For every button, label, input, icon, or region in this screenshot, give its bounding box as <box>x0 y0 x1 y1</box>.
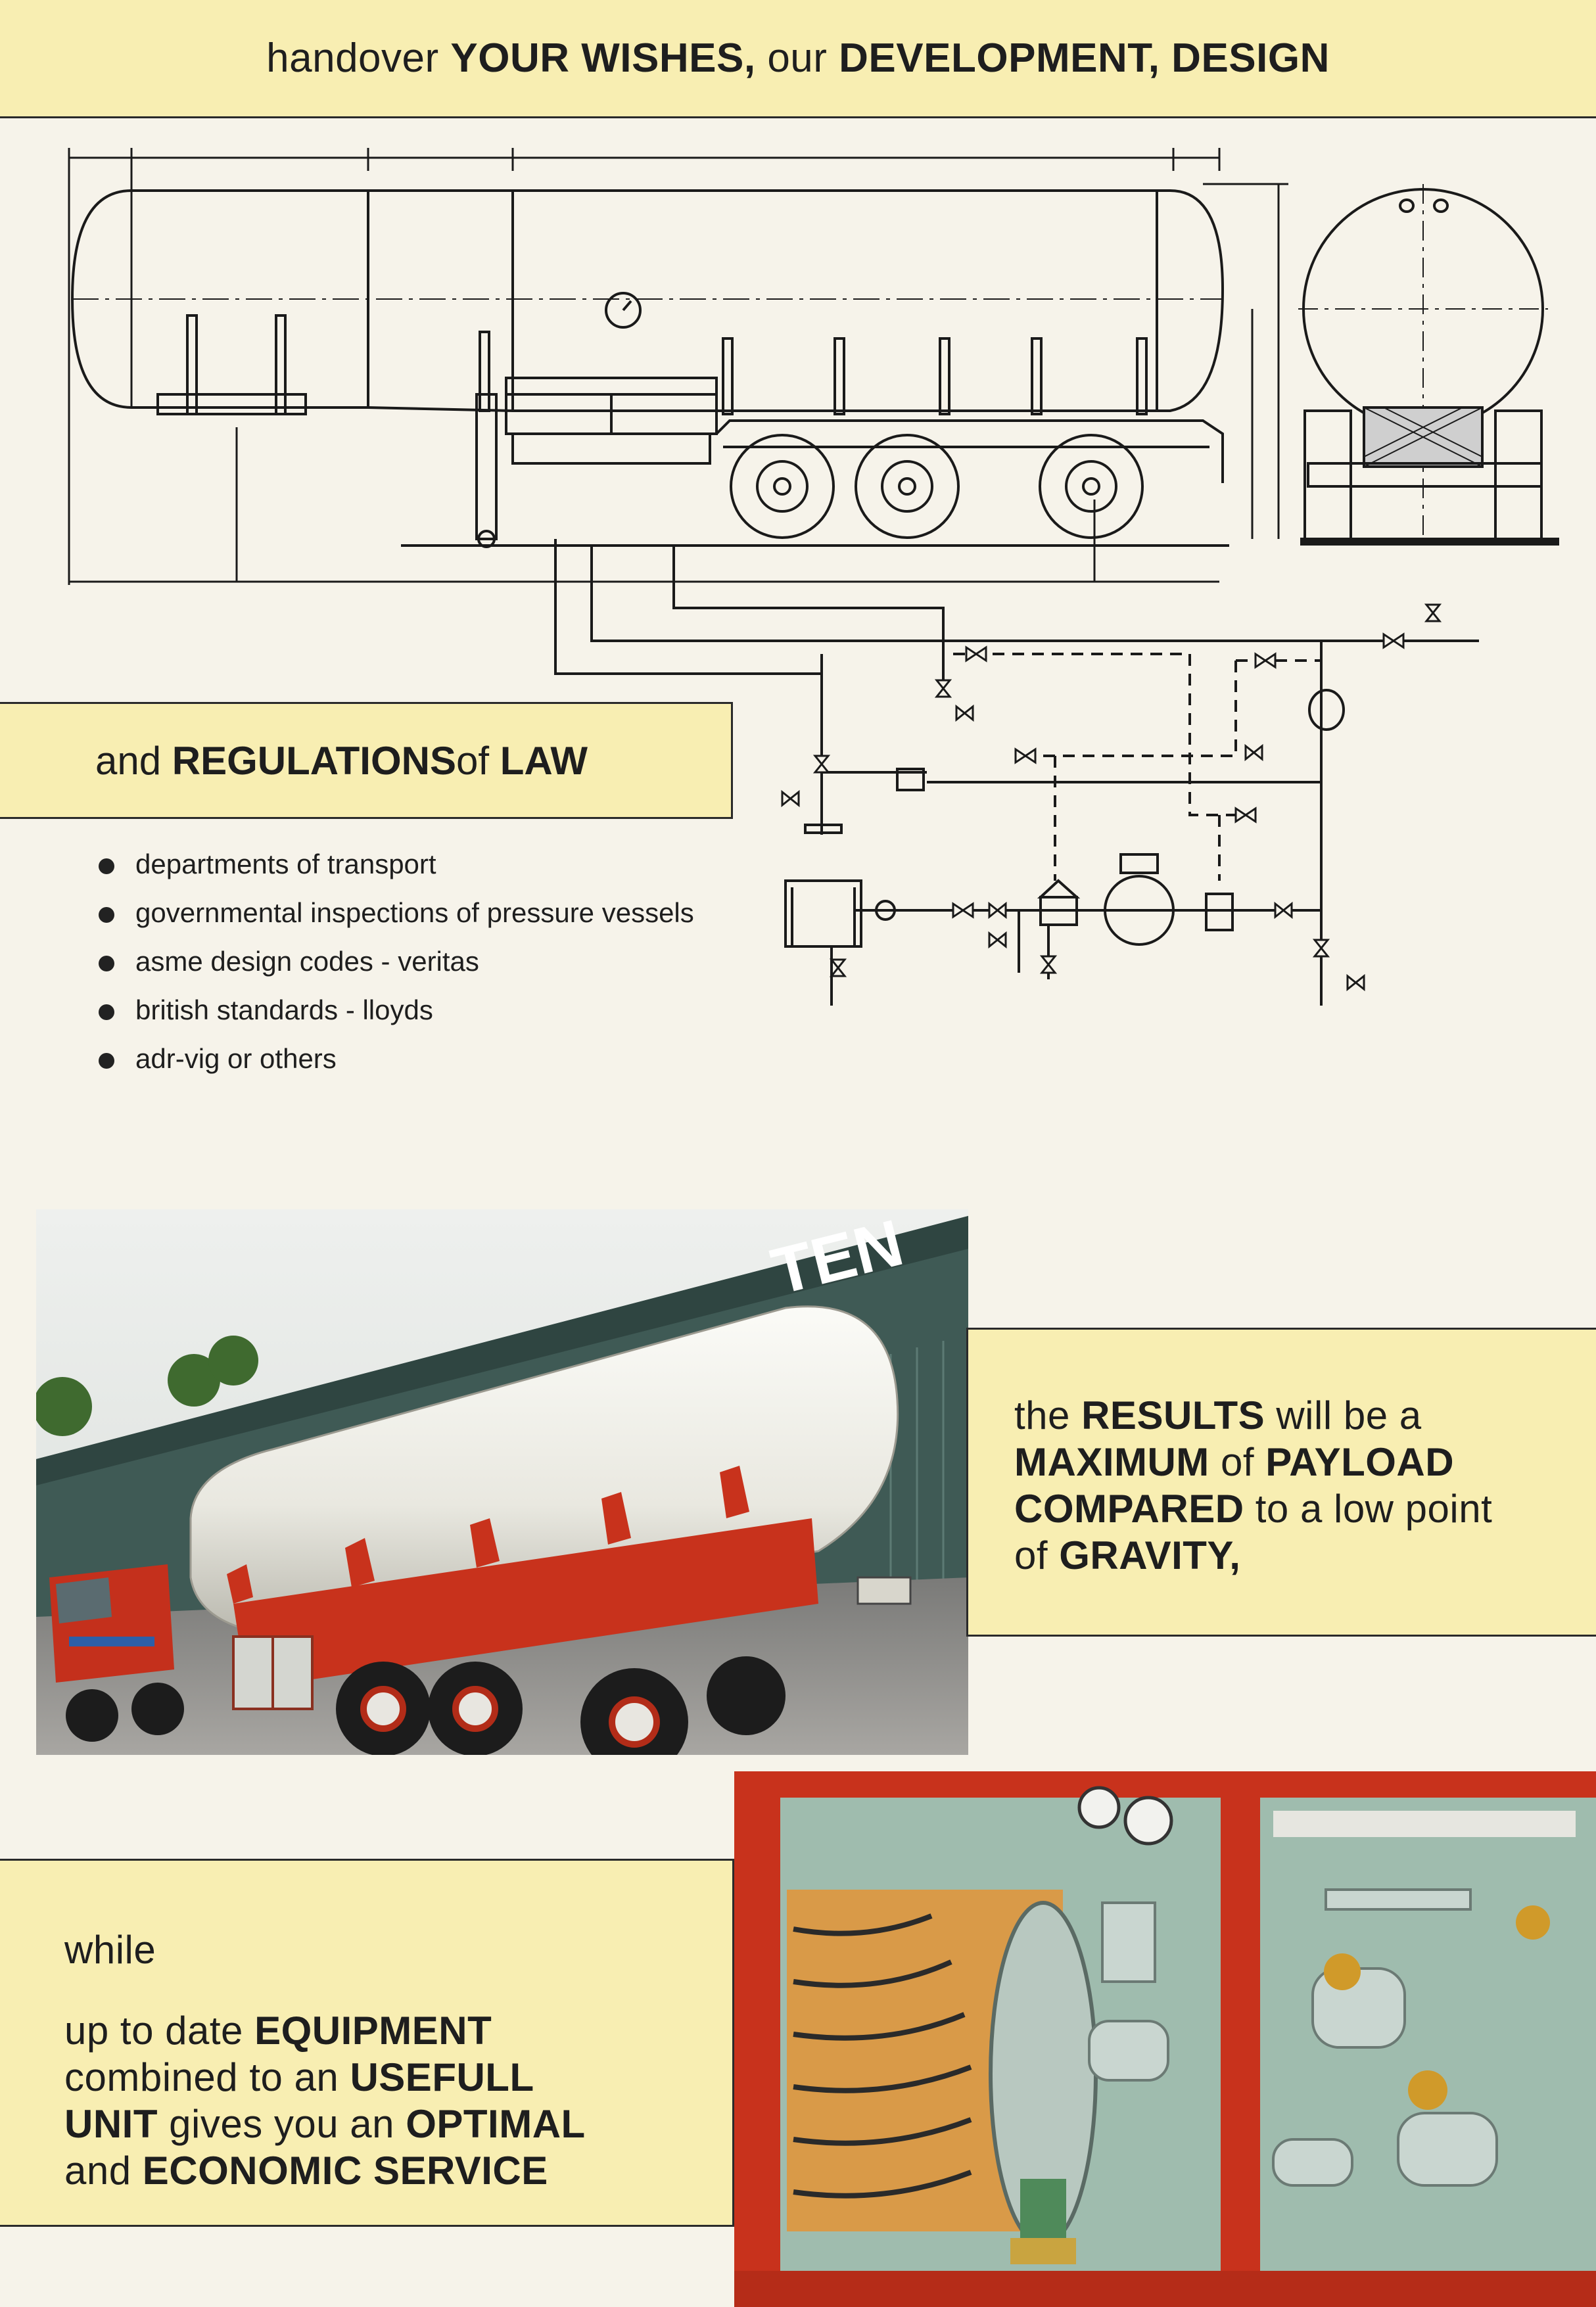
regulations-heading: and REGULATIONSof LAW <box>95 738 588 783</box>
results-line: COMPARED to a low point <box>1014 1487 1493 1531</box>
results-line: the RESULTS will be a <box>1014 1393 1422 1437</box>
list-item: governmental inspections of pressure ves… <box>99 897 740 929</box>
service-intro: while <box>64 1928 156 1972</box>
list-item: departments of transport <box>99 848 740 881</box>
results-line: MAXIMUM of PAYLOAD <box>1014 1440 1455 1484</box>
technical-drawing <box>68 148 1559 1006</box>
results-band: the RESULTS will be a MAXIMUM of PAYLOAD… <box>966 1328 1596 1637</box>
tank-side-view <box>70 189 1225 548</box>
equipment-cabinet-photo <box>734 1771 1596 2307</box>
header-text: handover YOUR WISHES, our DEVELOPMENT, D… <box>266 35 1330 81</box>
pump-icon <box>1308 689 1345 731</box>
list-item: british standards - lloyds <box>99 994 740 1027</box>
regulations-list: departments of transport governmental in… <box>99 848 740 1091</box>
service-line: and ECONOMIC SERVICE <box>64 2149 548 2193</box>
regulations-band: and REGULATIONSof LAW <box>0 702 733 819</box>
list-item: adr-vig or others <box>99 1042 740 1075</box>
piping-schematic <box>554 539 1479 1006</box>
wheels <box>730 434 1144 539</box>
list-item: asme design codes - veritas <box>99 945 740 978</box>
dimension-lines <box>68 148 1288 585</box>
header-band: handover YOUR WISHES, our DEVELOPMENT, D… <box>0 0 1596 118</box>
service-line: up to date EQUIPMENT <box>64 2009 492 2053</box>
service-line: combined to an USEFULL <box>64 2055 534 2099</box>
tank-rear-view <box>1298 184 1559 546</box>
valve-icon <box>781 603 1442 992</box>
tank-truck-photo: TEN <box>36 1209 968 1755</box>
pressure-gauge-icon <box>605 292 642 329</box>
results-line: of GRAVITY, <box>1014 1533 1241 1577</box>
service-line: UNIT gives you an OPTIMAL <box>64 2102 586 2146</box>
service-band: while up to date EQUIPMENT combined to a… <box>0 1859 734 2227</box>
